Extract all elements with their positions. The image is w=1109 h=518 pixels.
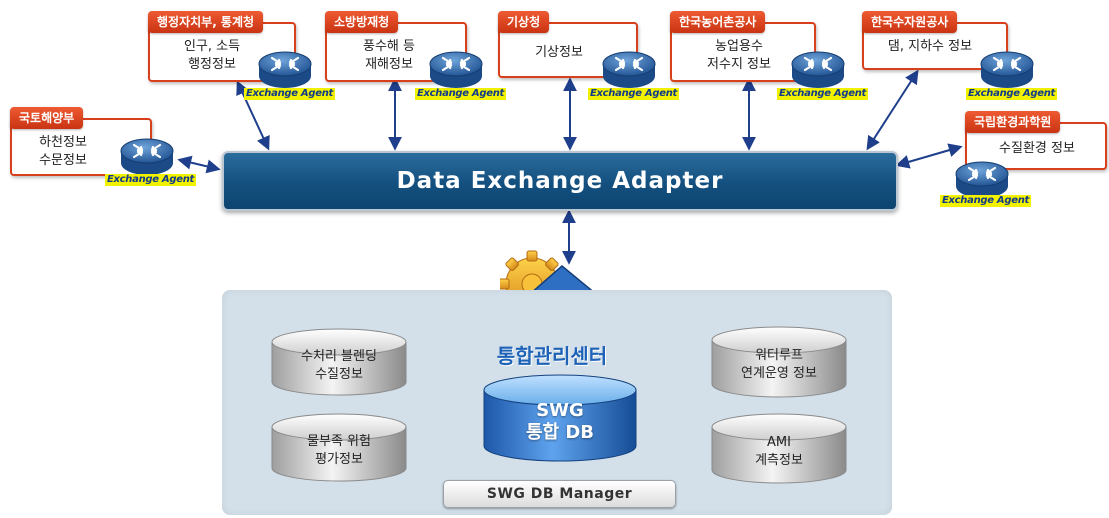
router-icon xyxy=(120,138,174,175)
agency-box-mois: 행정자치부, 통계청 인구, 소득 행정정보 xyxy=(148,11,296,82)
router-icon xyxy=(955,161,1009,198)
agency-info-line: 행정정보 xyxy=(188,57,236,72)
router-icon xyxy=(980,51,1034,88)
exchange-agent-label: Exchange Agent xyxy=(588,88,679,100)
database-label-blending: 수처리 블렌딩 수질정보 xyxy=(279,348,399,384)
arrow-agency-1 xyxy=(236,80,270,151)
database-label-line: 워터루프 xyxy=(755,348,803,363)
database-label-line: 평가정보 xyxy=(315,452,363,467)
database-label-line: 수처리 블렌딩 xyxy=(301,349,377,364)
agency-info: 댐, 지하수 정보 xyxy=(870,38,990,56)
exchange-agent-label: Exchange Agent xyxy=(415,88,506,100)
swg-db-cylinder xyxy=(483,374,637,462)
exchange-agent-label: Exchange Agent xyxy=(244,88,335,100)
agency-title: 행정자치부, 통계청 xyxy=(148,11,264,33)
agency-info-line: 하천정보 xyxy=(39,135,87,150)
swg-db-manager: SWG DB Manager xyxy=(443,480,676,508)
database-label-line: 물부족 위험 xyxy=(307,434,371,449)
agency-info-line: 기상정보 xyxy=(535,45,583,60)
agency-info-line: 풍수해 등 xyxy=(363,39,415,54)
agency-box-nier: 국립환경과학원 수질환경 정보 xyxy=(965,111,1107,170)
swg-db-label-line: 통합 DB xyxy=(525,422,595,443)
router-icon xyxy=(602,51,656,88)
database-label-waterloop: 워터루프 연계운영 정보 xyxy=(719,347,839,383)
control-center-title: 통합관리센터 xyxy=(496,344,608,368)
agency-title: 한국농어촌공사 xyxy=(670,11,766,33)
database-label-line: 계측정보 xyxy=(755,453,803,468)
swg-db-label-line: SWG xyxy=(536,400,584,421)
agency-title: 한국수자원공사 xyxy=(862,11,958,33)
database-cylinder-blending xyxy=(271,328,407,396)
exchange-agent-label: Exchange Agent xyxy=(777,88,868,100)
agency-title: 국토해양부 xyxy=(10,107,84,129)
arrow-agency-6 xyxy=(177,155,221,174)
database-label-line: 수질정보 xyxy=(315,367,363,382)
swg-db-label: SWG 통합 DB xyxy=(490,400,630,444)
agency-title: 소방방재청 xyxy=(325,11,399,33)
agency-info: 하천정보 수문정보 xyxy=(18,134,108,170)
database-cylinder-waterloop xyxy=(711,326,847,398)
database-label-line: 연계운영 정보 xyxy=(741,366,817,381)
exchange-agent-label: Exchange Agent xyxy=(940,195,1031,207)
agency-info-line: 수문정보 xyxy=(39,153,87,168)
agency-info: 인구, 소득 행정정보 xyxy=(164,38,260,74)
agency-info-line: 수질환경 정보 xyxy=(999,141,1075,156)
database-cylinder-risk xyxy=(271,413,407,482)
agency-info-line: 댐, 지하수 정보 xyxy=(887,39,973,54)
data-exchange-adapter: Data Exchange Adapter xyxy=(222,151,898,211)
router-icon xyxy=(791,51,845,88)
agency-info-line: 인구, 소득 xyxy=(183,39,241,54)
agency-info: 기상정보 xyxy=(514,44,604,62)
agency-info: 농업용수 저수지 정보 xyxy=(692,38,786,74)
database-label-risk: 물부족 위험 평가정보 xyxy=(279,433,399,469)
agency-title: 기상청 xyxy=(498,11,550,33)
agency-info-line: 저수지 정보 xyxy=(707,57,771,72)
database-label-line: AMI xyxy=(767,435,791,450)
database-cylinder-ami xyxy=(711,413,847,484)
router-icon xyxy=(258,51,312,88)
agency-info: 수질환경 정보 xyxy=(981,140,1093,158)
agency-info: 풍수해 등 재해정보 xyxy=(343,38,435,74)
arrow-agency-7 xyxy=(895,143,963,169)
router-icon xyxy=(429,51,483,88)
exchange-agent-label: Exchange Agent xyxy=(105,174,196,186)
arrow-agency-5 xyxy=(866,69,919,151)
agency-box-krc: 한국농어촌공사 농업용수 저수지 정보 xyxy=(670,11,816,82)
agency-info-line: 재해정보 xyxy=(365,57,413,72)
agency-title: 국립환경과학원 xyxy=(965,111,1061,133)
agency-info-line: 농업용수 xyxy=(715,39,763,54)
database-label-ami: AMI 계측정보 xyxy=(719,434,839,470)
exchange-agent-label: Exchange Agent xyxy=(966,88,1057,100)
